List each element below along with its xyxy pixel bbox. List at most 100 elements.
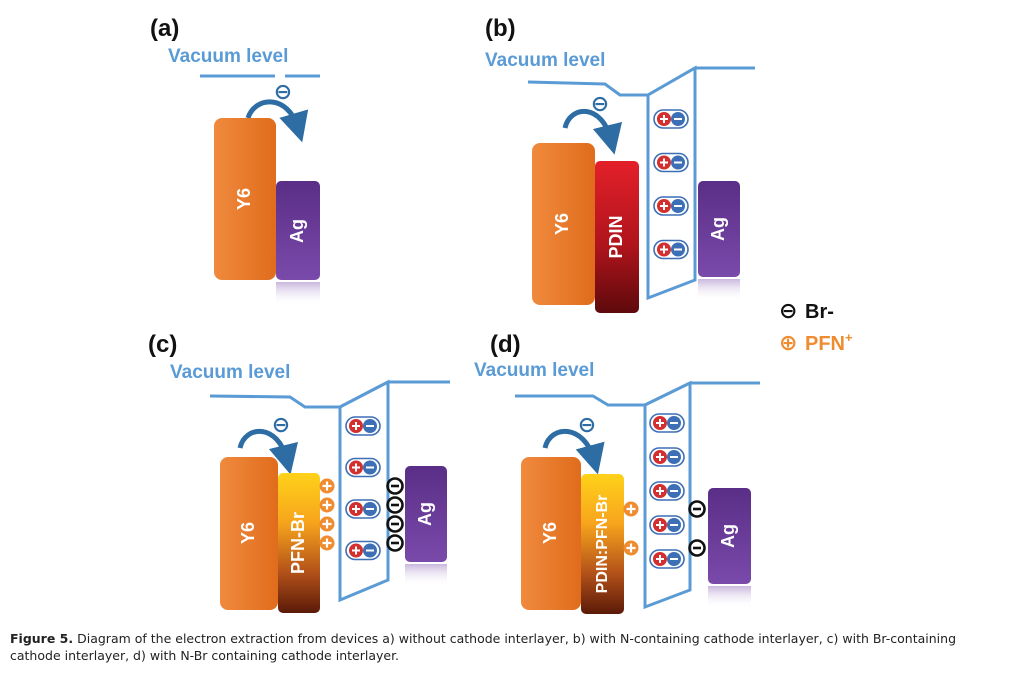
minus-charge-icon bbox=[363, 502, 377, 516]
vacuum-level-line bbox=[515, 381, 760, 407]
caption-text: Diagram of the electron extraction from … bbox=[10, 631, 957, 663]
vacuum-level-label: Vacuum level bbox=[170, 362, 290, 383]
y6-block bbox=[532, 143, 595, 305]
y6-label: Y6 bbox=[234, 188, 254, 210]
minus-charge-icon bbox=[667, 518, 681, 532]
electron-symbol: ⊖ bbox=[578, 413, 596, 438]
electron-symbol: ⊖ bbox=[591, 92, 609, 117]
ag-block bbox=[708, 488, 751, 584]
dipole-interlayer-outline bbox=[338, 379, 390, 603]
minus-charge-icon bbox=[667, 484, 681, 498]
minus-charge-icon bbox=[363, 460, 377, 475]
br-minus-column bbox=[688, 500, 706, 557]
plus-charge-icon bbox=[657, 155, 671, 170]
br-minus-symbol: ⊖ bbox=[779, 299, 797, 324]
pfn-plus-icon bbox=[623, 501, 639, 517]
dipole-pair bbox=[649, 481, 685, 501]
pdin-block bbox=[595, 161, 639, 313]
plus-charge-icon bbox=[349, 419, 363, 433]
pdin-label: PDIN bbox=[606, 215, 626, 258]
dipole-pair bbox=[345, 457, 381, 478]
br-minus-icon bbox=[688, 500, 706, 518]
dipole-column bbox=[649, 413, 685, 569]
pfn-legend-label: PFN+ bbox=[805, 330, 853, 355]
figure-caption: Figure 5. Diagram of the electron extrac… bbox=[10, 630, 1000, 664]
dipole-pair bbox=[649, 413, 685, 433]
minus-charge-icon bbox=[667, 552, 681, 566]
ag-reflection bbox=[276, 282, 320, 306]
panel-b: (b) Vacuum level ⊖ Y6 PDIN Ag bbox=[485, 15, 755, 313]
pfn-br-block bbox=[278, 473, 320, 613]
plus-charge-icon bbox=[349, 502, 363, 516]
br-minus-icon bbox=[386, 496, 404, 514]
plus-charge-icon bbox=[653, 484, 667, 498]
pfn-plus-icon bbox=[623, 540, 639, 556]
minus-charge-icon bbox=[671, 242, 685, 257]
pfn-br-label: PFN-Br bbox=[288, 512, 308, 574]
panel-label: (a) bbox=[150, 15, 179, 42]
dipole-pair bbox=[345, 540, 381, 561]
pfn-plus-symbol: ⊕ bbox=[779, 331, 797, 356]
dipole-pair bbox=[345, 499, 381, 519]
dipole-pair bbox=[649, 515, 685, 535]
ag-reflection bbox=[698, 279, 740, 301]
pfn-plus-icon bbox=[319, 497, 335, 513]
pdin-pfn-br-block bbox=[581, 474, 624, 614]
ag-block bbox=[698, 181, 740, 277]
vacuum-level-line bbox=[527, 66, 755, 97]
electron-transfer-arrow bbox=[245, 99, 309, 143]
minus-charge-icon bbox=[363, 543, 377, 558]
pfn-plus-column bbox=[623, 501, 639, 556]
electron-symbol: ⊖ bbox=[274, 80, 292, 105]
panel-label: (b) bbox=[485, 15, 516, 42]
dipole-pair bbox=[653, 109, 689, 129]
dipole-pair bbox=[653, 196, 689, 216]
dipole-pair bbox=[649, 549, 685, 569]
br-minus-icon bbox=[688, 539, 706, 557]
panel-d: (d) Vacuum level ⊖ Y6 PDIN:PFN-Br Ag bbox=[474, 331, 760, 614]
panel-a: (a) Vacuum level ⊖ Y6 Ag bbox=[150, 15, 320, 306]
panel-label: (d) bbox=[490, 331, 521, 358]
vacuum-level-line bbox=[209, 380, 450, 409]
ag-block bbox=[276, 181, 320, 280]
minus-charge-icon bbox=[667, 450, 681, 464]
electron-symbol: ⊖ bbox=[272, 413, 290, 438]
plus-charge-icon bbox=[653, 552, 667, 566]
legend: ⊖ Br- ⊕ PFN+ bbox=[779, 299, 853, 356]
minus-charge-icon bbox=[671, 199, 685, 213]
dipole-pair bbox=[345, 416, 381, 436]
br-minus-column bbox=[386, 477, 404, 552]
plus-charge-icon bbox=[653, 450, 667, 464]
pfn-plus-column bbox=[319, 478, 335, 551]
y6-block bbox=[220, 457, 278, 610]
dipole-interlayer-outline bbox=[646, 65, 697, 301]
panel-label: (c) bbox=[148, 331, 177, 358]
ag-reflection bbox=[708, 586, 751, 608]
ag-reflection bbox=[405, 564, 447, 586]
caption-prefix: Figure 5. bbox=[10, 631, 74, 646]
pfn-plus-icon bbox=[319, 535, 335, 551]
ag-label: Ag bbox=[718, 524, 738, 548]
y6-block bbox=[521, 457, 581, 610]
electron-transfer-arrow bbox=[562, 109, 623, 155]
y6-block bbox=[214, 118, 276, 280]
br-minus-icon bbox=[386, 515, 404, 533]
br-legend-label: Br- bbox=[805, 301, 834, 323]
ag-label: Ag bbox=[415, 502, 435, 526]
plus-charge-icon bbox=[349, 543, 363, 558]
pfn-plus-icon bbox=[319, 516, 335, 532]
y6-label: Y6 bbox=[238, 522, 258, 544]
plus-charge-icon bbox=[349, 460, 363, 475]
br-minus-icon bbox=[386, 534, 404, 552]
minus-charge-icon bbox=[671, 112, 685, 126]
dipole-column bbox=[653, 109, 689, 260]
plus-charge-icon bbox=[657, 242, 671, 257]
pfn-plus-icon bbox=[319, 478, 335, 494]
electron-transfer-arrow bbox=[237, 429, 299, 475]
dipole-pair bbox=[653, 152, 689, 173]
ag-label: Ag bbox=[287, 219, 307, 243]
panel-c: (c) Vacuum level ⊖ Y6 PFN-Br Ag bbox=[148, 331, 450, 613]
minus-charge-icon bbox=[671, 155, 685, 170]
y6-label: Y6 bbox=[540, 522, 560, 544]
